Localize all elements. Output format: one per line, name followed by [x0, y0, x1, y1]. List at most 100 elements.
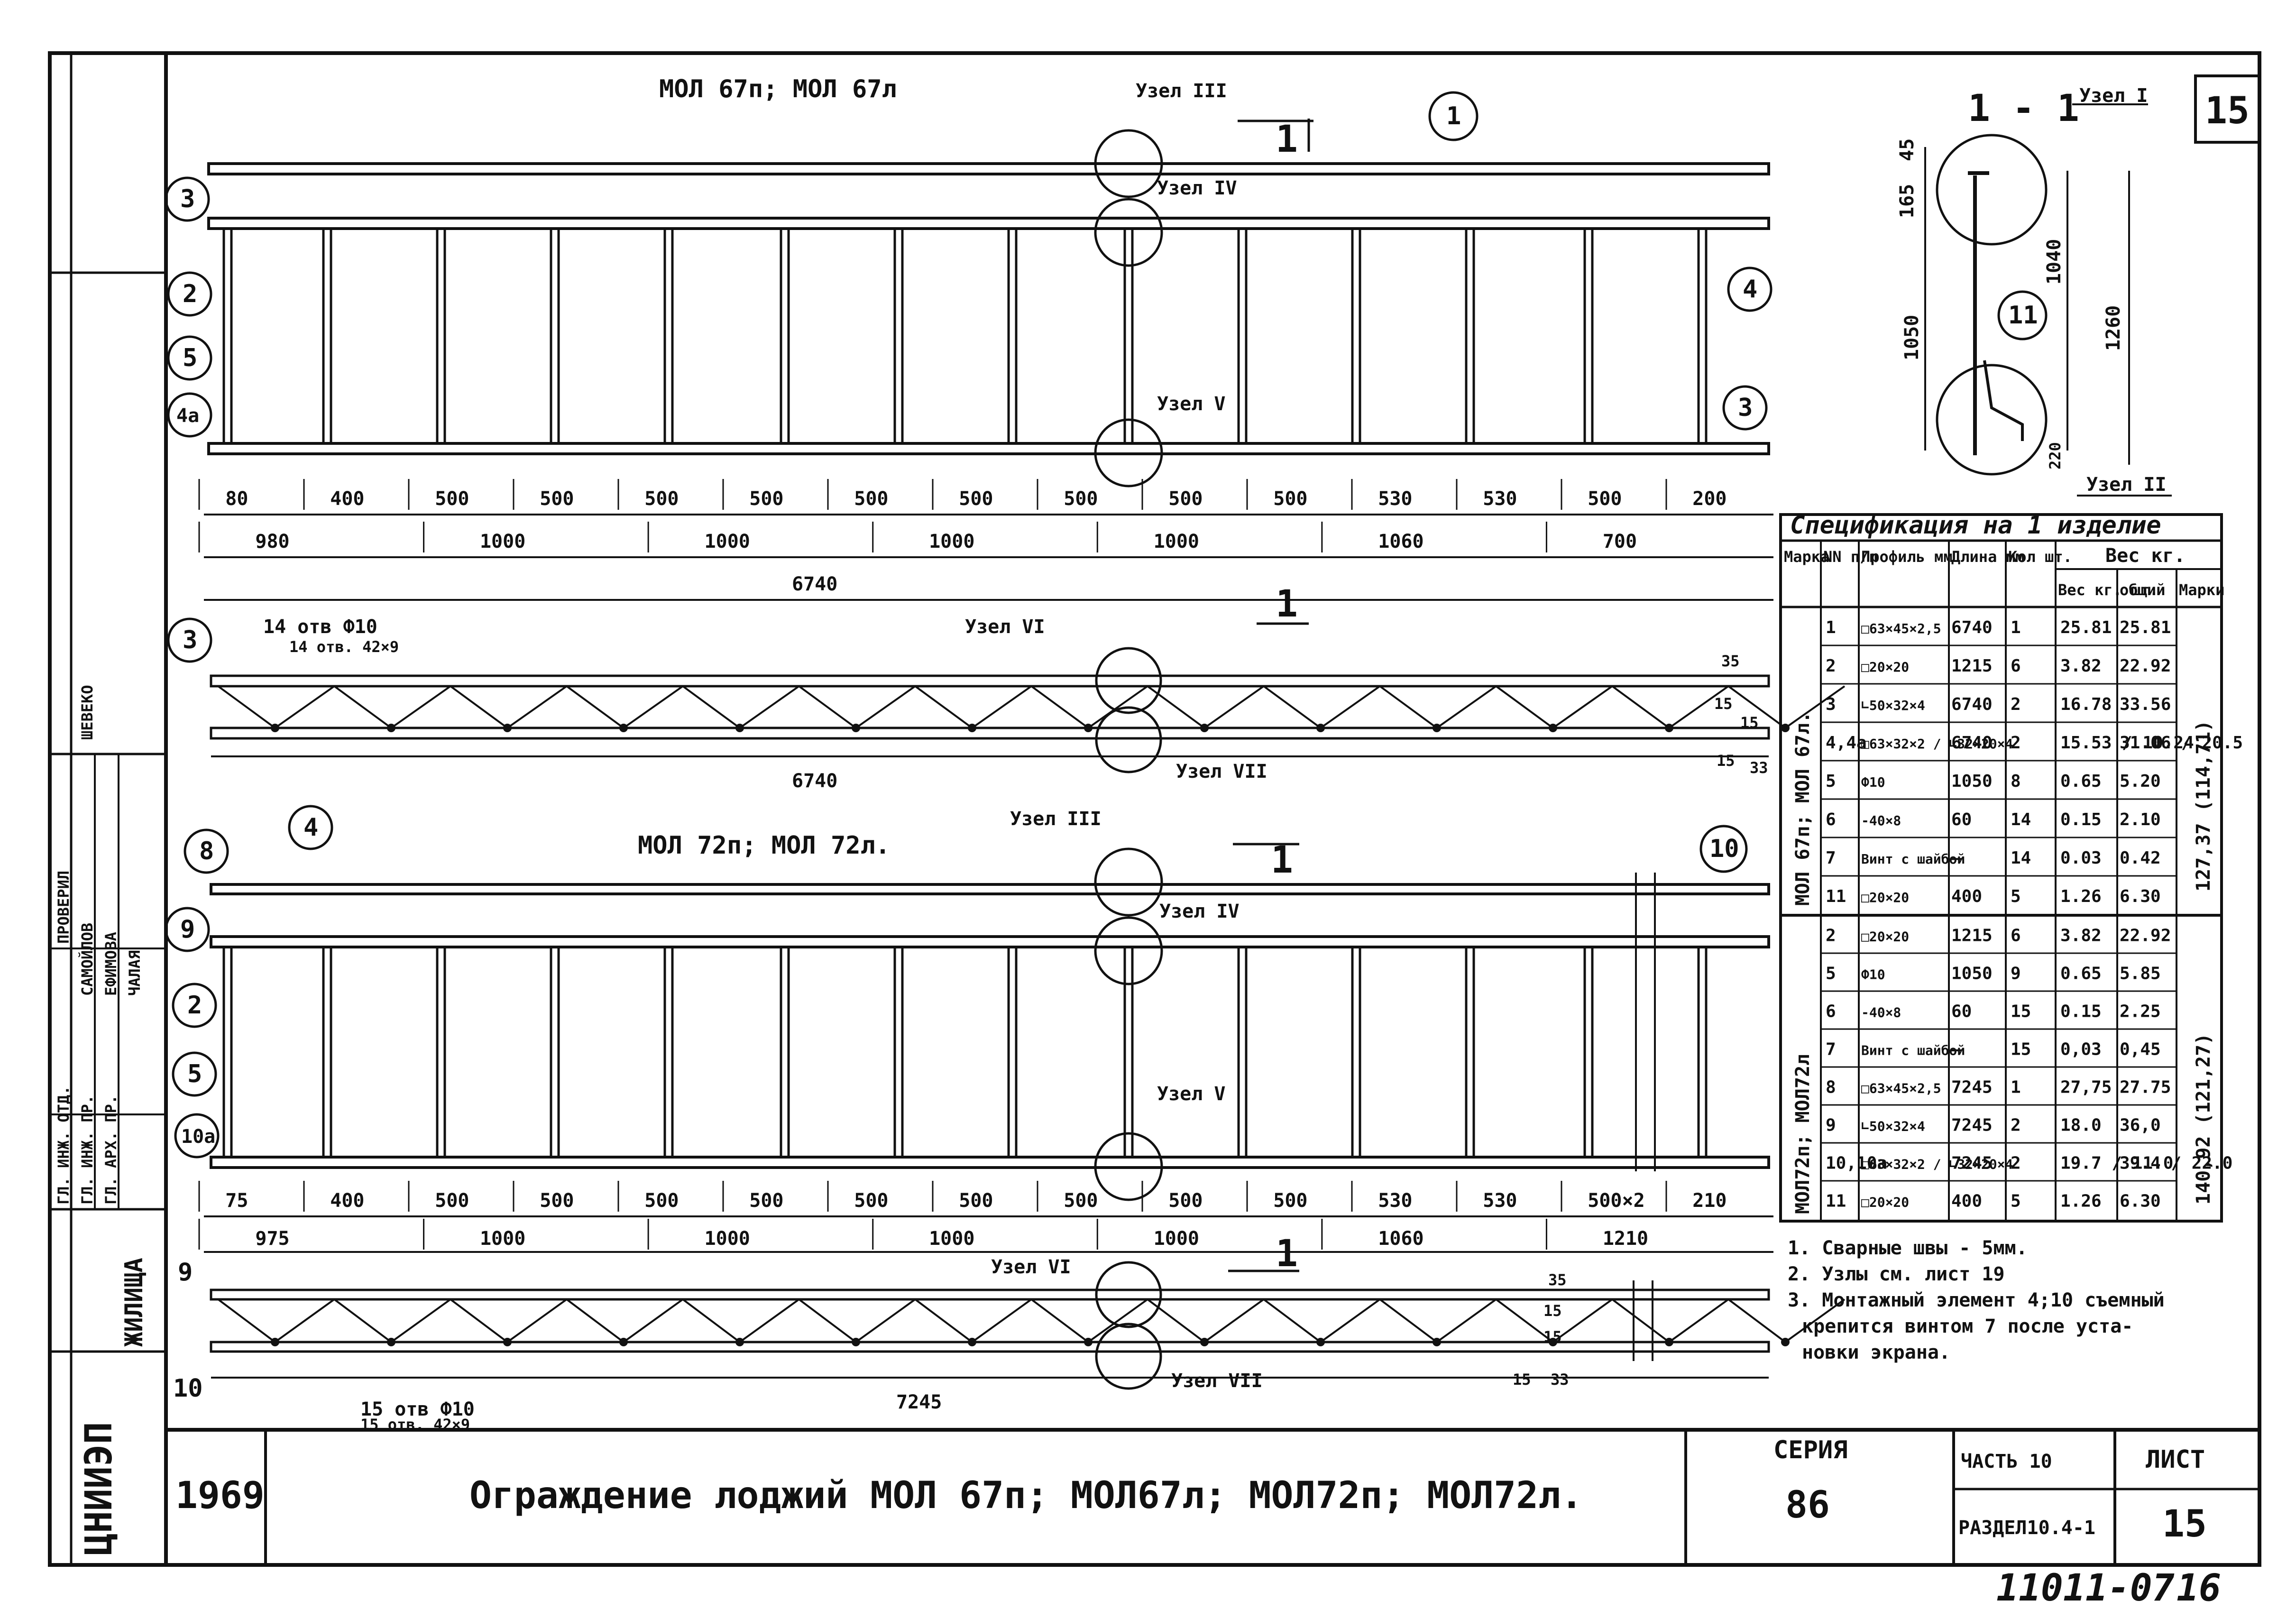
dimension-value: 500 [435, 1190, 469, 1212]
brace [1263, 685, 1381, 729]
series-number: 86 [1785, 1484, 1830, 1527]
post [663, 946, 674, 1159]
brace [1379, 1298, 1497, 1343]
spec-cell: 7245 [1951, 1153, 1993, 1173]
bolt [619, 724, 628, 732]
spec-cell: □63×32×2 / ∟32×20×4 [1861, 1156, 2013, 1172]
spec-cell: 0.65 [2060, 772, 2102, 791]
callout: 3 [180, 185, 195, 213]
spec-cell: 3.82 [2060, 926, 2102, 945]
spec-cell: 2 [2011, 1153, 2021, 1173]
section-title: 1 - 1 [1968, 87, 2079, 130]
spec-header: NN п/п [1823, 548, 1878, 566]
node-label: Узел III [1136, 80, 1227, 102]
spec-cell: 0.03 [2060, 848, 2102, 868]
dimension-value: 210 [1692, 1190, 1727, 1212]
spec-header: Вес кг. шт. [2058, 581, 2158, 599]
spec-cell: 27,75 [2060, 1077, 2112, 1097]
spec-cell: 60 [1951, 1002, 1972, 1021]
spec-cell: □20×20 [1861, 890, 1909, 905]
top-plan: 14 отв Ф10 14 отв. 42×9 Узел VI Узел VII… [167, 583, 1846, 850]
bolt [735, 724, 744, 732]
brace [798, 685, 916, 729]
spec-cell: 8 [1826, 1077, 1836, 1097]
node-label: Узел IV [1159, 901, 1240, 922]
spec-cell: 0,45 [2120, 1039, 2161, 1059]
year: 1969 [175, 1474, 265, 1517]
spec-cell: 0.42 [2120, 848, 2161, 868]
brace [333, 1298, 451, 1343]
spec-cell: 9 [2011, 964, 2021, 983]
notes: 1. Сварные швы - 5мм. 2. Узлы см. лист 1… [1788, 1237, 2165, 1363]
dimension-value: 1000 [480, 1228, 525, 1250]
node-label: Узел III [1010, 808, 1102, 830]
brace [798, 1298, 916, 1343]
section-dim: 165 [1896, 184, 1918, 218]
dimension-value: 980 [255, 531, 289, 552]
total-length: 7245 [896, 1391, 942, 1413]
callout: 10а [181, 1126, 215, 1148]
title-block: 1969 Ограждение лоджий МОЛ 67п; МОЛ67л; … [175, 1430, 2259, 1610]
spec-cell: 6740 [1951, 618, 1993, 637]
dimension-value: 500 [1273, 488, 1307, 510]
post [1237, 946, 1248, 1159]
spec-cell: 5.20 [2120, 772, 2161, 791]
corner-sheet-number: 15 [2205, 90, 2250, 132]
spec-group: МОЛ72п; МОЛ72л [1792, 1054, 1814, 1214]
spec-header: Профиль мм [1861, 548, 1953, 566]
callout: 4 [303, 813, 318, 842]
bolt [503, 724, 512, 732]
bolt [735, 1338, 744, 1346]
node-label: Узел II [2086, 474, 2167, 496]
bolt [1665, 724, 1673, 732]
spec-cell: 16.78 [2060, 695, 2112, 714]
bolt [1084, 1338, 1093, 1346]
callout: 5 [187, 1060, 202, 1088]
section-mark: 1 [1276, 1233, 1298, 1275]
post [1465, 227, 1475, 445]
spec-header: Марка [1784, 548, 1829, 566]
brace [566, 1298, 684, 1343]
spec-cell: 7245 [1951, 1077, 1993, 1097]
spec-header: Кол шт. [2008, 548, 2072, 566]
spec-cell: 2 [2011, 733, 2021, 753]
spec-cell: 400 [1951, 1191, 1982, 1211]
side-dim: 33 [1750, 759, 1768, 777]
brace [1147, 1298, 1265, 1343]
spec-group: МОЛ 67п; МОЛ 67л. [1792, 712, 1814, 906]
spec-cell: Винт с шайбой [1861, 851, 1965, 867]
bolt [271, 1338, 279, 1346]
section-1-1: 1 - 1 Узел I 11 165 45 1040 1050 1260 22… [1896, 85, 2172, 497]
spec-cell: 25.81 [2060, 618, 2112, 637]
spec-cell: – [1951, 1039, 1962, 1059]
spec-cell: 6.30 [2120, 887, 2161, 906]
part-label: ЧАСТЬ 10 [1961, 1451, 2052, 1472]
dimension-value: 500 [1168, 1190, 1203, 1212]
post [322, 946, 332, 1159]
holes-spec: 15 отв. 42×9 [360, 1416, 470, 1434]
dimension-value: 500 [959, 1190, 993, 1212]
top-posts [222, 227, 1708, 445]
dimension-value: 1000 [705, 531, 750, 552]
holes-spec: 14 отв. 42×9 [289, 638, 399, 656]
side-dim: 15 [1717, 752, 1735, 770]
note-line: крепится винтом 7 после уста- [1802, 1315, 2133, 1337]
dimension-value: 1000 [705, 1228, 750, 1250]
side-dim: 15 [1714, 695, 1733, 713]
callout: 2 [183, 280, 197, 308]
spec-cell: 6 [1826, 1002, 1836, 1021]
name-2: ЕФИМОВА [102, 932, 120, 996]
bolt [503, 1338, 512, 1346]
dimension-value: 500 [540, 488, 574, 510]
spec-cell: 27.75 [2120, 1077, 2171, 1097]
node-label: Узел VII [1171, 1370, 1263, 1392]
side-dim: 15 [1543, 1328, 1562, 1346]
spec-cell: 36,0 [2120, 1115, 2161, 1135]
spec-cell: 2.10 [2120, 810, 2161, 829]
spec-header: Марки [2179, 581, 2224, 599]
bolt [1200, 724, 1209, 732]
node-label: Узел I [2079, 85, 2148, 107]
org-sub: ЖИЛИЩА [120, 1258, 148, 1347]
spec-cell: 6740 [1951, 695, 1993, 714]
